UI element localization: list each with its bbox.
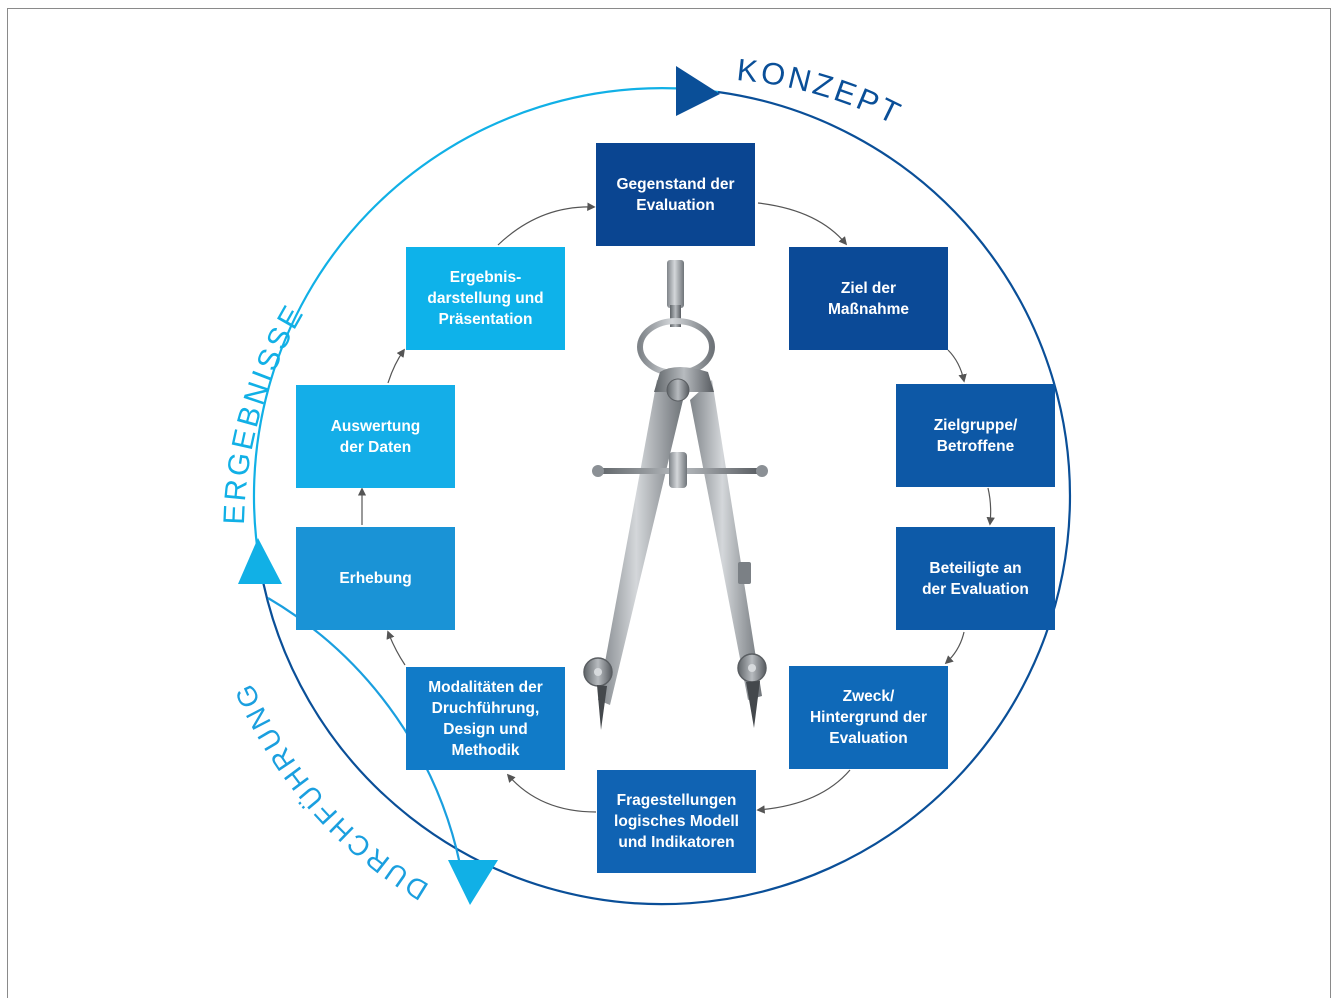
step-auswertung: Auswertung der Daten — [296, 385, 455, 488]
connector-1-2 — [757, 202, 848, 246]
step-modalitaeten: Modalitäten der Druchführung, Design und… — [406, 667, 565, 770]
drafting-compass-icon — [583, 260, 768, 730]
connector-5-6 — [756, 769, 851, 814]
step-beteiligte: Beteiligte an der Evaluation — [896, 527, 1055, 630]
connector-9-10 — [387, 348, 405, 384]
phase-label-durchfuehrung: DURCHFÜHRUNG — [228, 677, 433, 906]
connector-2-3 — [947, 349, 967, 383]
step-ziel: Ziel der Maßnahme — [789, 247, 948, 350]
step-zielgruppe: Zielgruppe/ Betroffene — [896, 384, 1055, 487]
step-zweck: Zweck/ Hintergrund der Evaluation — [789, 666, 948, 769]
connector-7-8 — [386, 630, 406, 666]
connector-4-5 — [944, 631, 965, 665]
connector-10-1 — [497, 202, 596, 246]
ergebnisse-arrow-icon — [238, 538, 282, 584]
step-gegenstand: Gegenstand der Evaluation — [596, 143, 755, 246]
step-erhebung: Erhebung — [296, 527, 455, 630]
connector-6-7 — [506, 773, 597, 813]
connector-3-4 — [986, 487, 995, 526]
durchfuehrung-arrow-icon — [448, 860, 498, 905]
step-ergebnisdarstellung: Ergebnis- darstellung und Präsentation — [406, 247, 565, 350]
step-connectors — [357, 202, 995, 814]
step-fragestellungen: Fragestellungen logisches Modell und Ind… — [597, 770, 756, 873]
konzept-arrow-icon — [676, 66, 720, 116]
